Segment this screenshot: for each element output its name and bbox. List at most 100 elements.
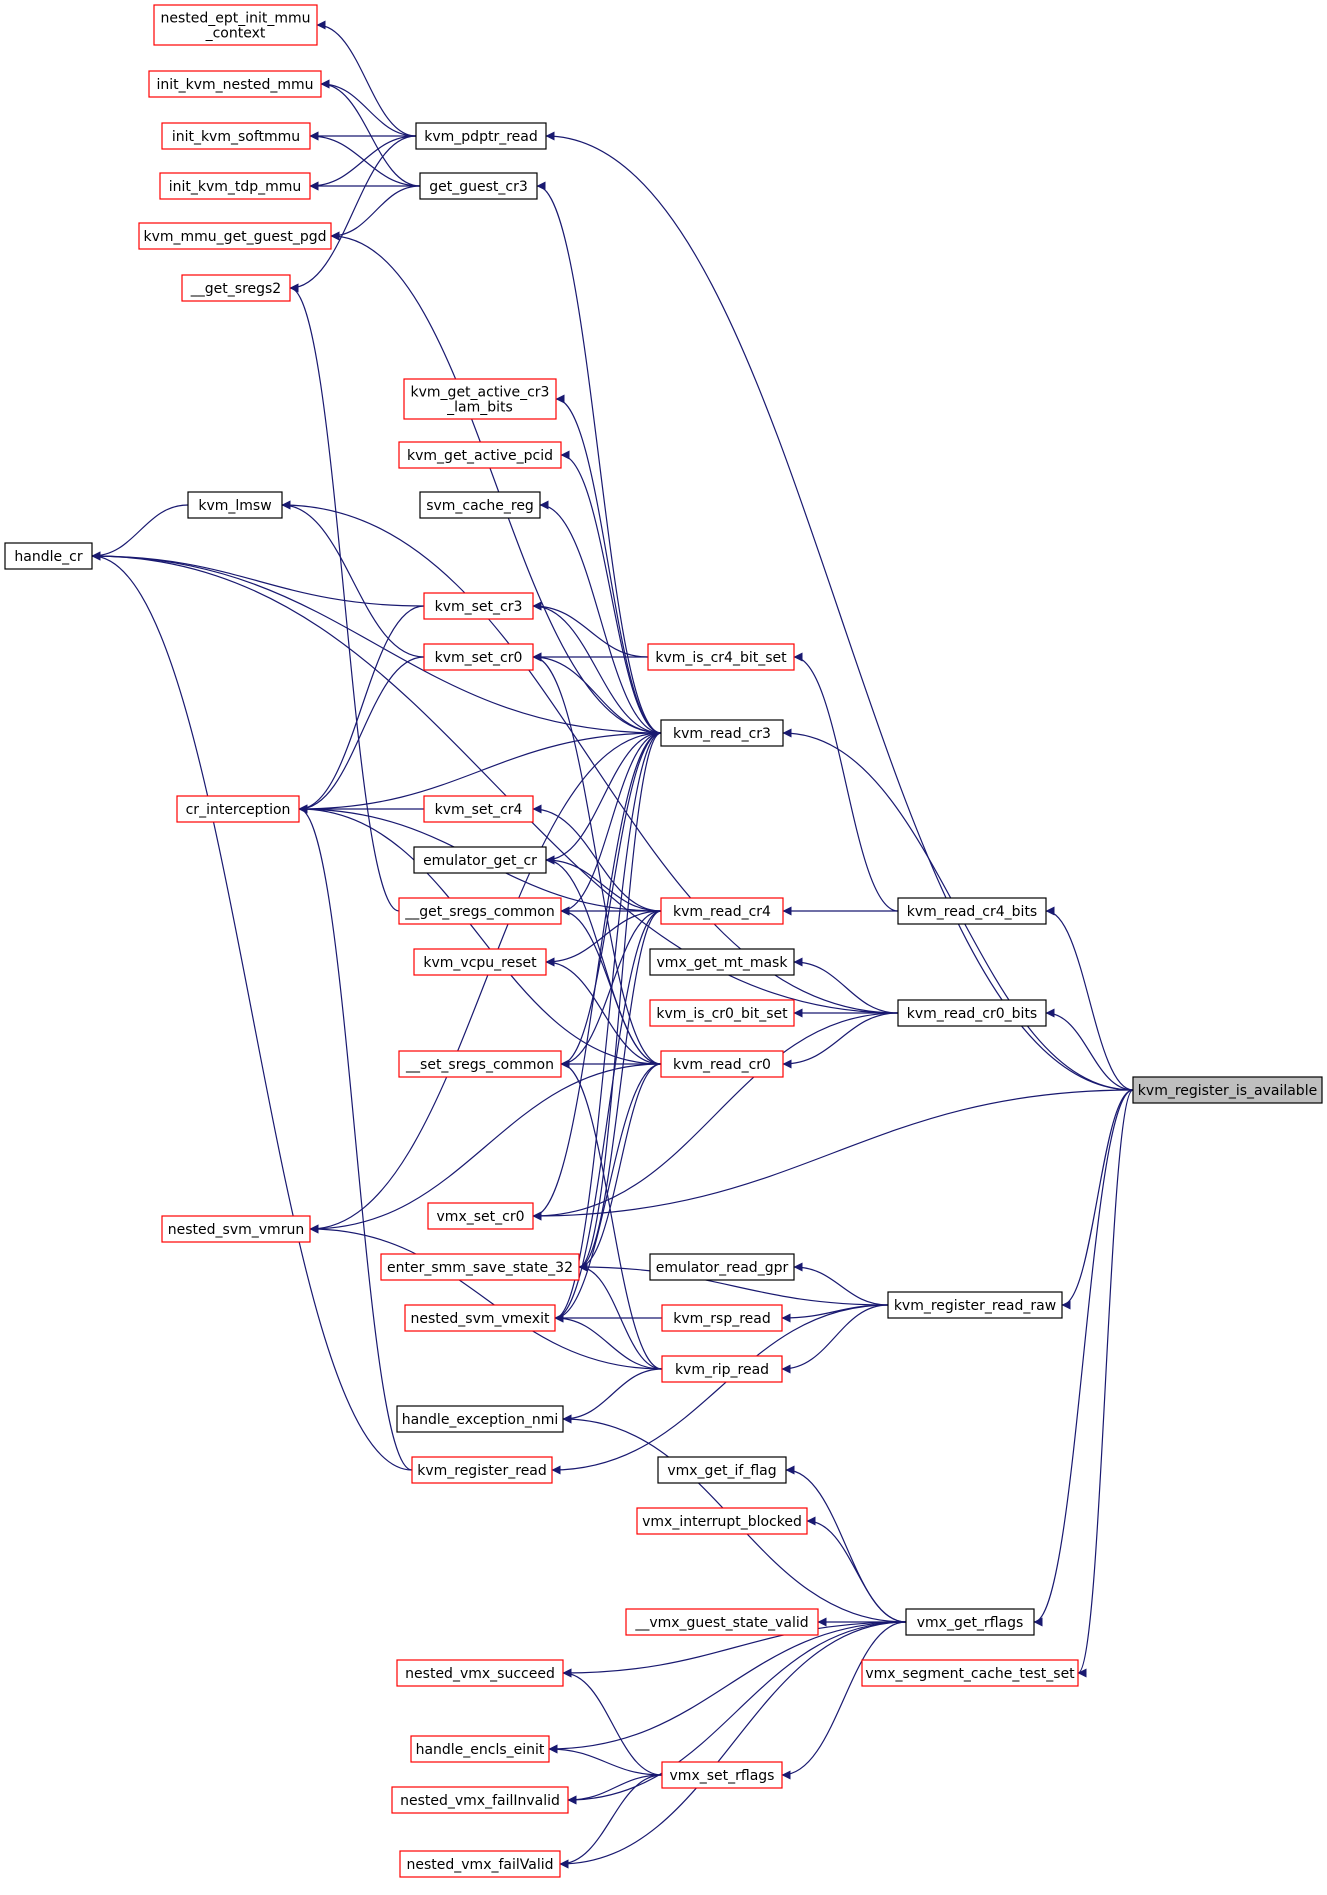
edge-init-kvm-softmmu-to-get-guest-cr3 xyxy=(309,131,421,187)
node-nested-svm-vmrun[interactable]: nested_svm_vmrun xyxy=(161,1215,311,1243)
edge-emulator-get-cr-to-kvm-read-cr4 xyxy=(545,855,662,912)
node-box xyxy=(419,172,538,200)
node-vmx-get-if-flag[interactable]: vmx_get_if_flag xyxy=(657,1456,787,1484)
node-kvm-register-is-available[interactable]: kvm_register_is_available xyxy=(1132,1076,1323,1104)
node-kvm-mmu-get-guest-pgd[interactable]: kvm_mmu_get_guest_pgd xyxy=(138,222,332,250)
edge-vmx-get-mt-mask-to-kvm-read-cr0-bits xyxy=(793,957,899,1014)
node-emulator-get-cr[interactable]: emulator_get_cr xyxy=(413,846,547,874)
node-label: kvm_register_is_available xyxy=(1138,1083,1317,1099)
node-label: kvm_get_active_cr3 xyxy=(411,385,550,401)
node-nested-vmx-failvalid[interactable]: nested_vmx_failValid xyxy=(399,1850,561,1878)
node-label: vmx_set_cr0 xyxy=(437,1209,525,1225)
node-init-kvm-softmmu[interactable]: init_kvm_softmmu xyxy=(161,122,311,150)
node-set-sregs-common[interactable]: __set_sregs_common xyxy=(398,1050,562,1078)
node-kvm-vcpu-reset[interactable]: kvm_vcpu_reset xyxy=(413,948,547,976)
node-init-kvm-nested-mmu[interactable]: init_kvm_nested_mmu xyxy=(148,70,322,98)
edge-init-kvm-tdp-mmu-to-kvm-pdptr-read xyxy=(309,135,417,191)
node-label: enter_smm_save_state_32 xyxy=(387,1260,573,1276)
node-box xyxy=(415,122,547,150)
edge-nested-svm-vmrun-to-kvm-read-cr3 xyxy=(309,732,662,1234)
node-box xyxy=(396,1659,564,1687)
edge-nested-svm-vmrun-to-kvm-read-cr0 xyxy=(309,1063,662,1234)
edge-cr-interception-to-kvm-read-cr0 xyxy=(298,804,662,1065)
node-box xyxy=(661,1761,783,1789)
node-emulator-read-gpr[interactable]: emulator_read_gpr xyxy=(649,1253,795,1281)
edge-enter-smm-save-state-32-to-kvm-read-cr4 xyxy=(578,910,662,1272)
edge-handle-cr-to-kvm-lmsw xyxy=(91,504,189,561)
node-get-sregs-common[interactable]: __get_sregs_common xyxy=(398,897,562,925)
node-vmx-get-rflags[interactable]: vmx_get_rflags xyxy=(905,1608,1035,1636)
node-box xyxy=(861,1659,1079,1687)
node-vmx-get-mt-mask[interactable]: vmx_get_mt_mask xyxy=(649,948,795,976)
node-label: kvm_register_read_raw xyxy=(894,1298,1056,1314)
node-label: kvm_read_cr0_bits xyxy=(907,1006,1037,1022)
edge-kvm-mmu-get-guest-pgd-to-get-guest-cr3 xyxy=(330,185,421,241)
node-kvm-read-cr4-bits[interactable]: kvm_read_cr4_bits xyxy=(897,897,1047,925)
node-kvm-set-cr4[interactable]: kvm_set_cr4 xyxy=(423,795,534,823)
node-vmx-guest-state-valid[interactable]: __vmx_guest_state_valid xyxy=(625,1608,819,1636)
node-label: vmx_interrupt_blocked xyxy=(642,1514,802,1530)
node-kvm-set-cr0[interactable]: kvm_set_cr0 xyxy=(423,643,534,671)
edge-kvm-register-read-to-kvm-register-read-raw xyxy=(551,1304,889,1475)
node-kvm-is-cr0-bit-set[interactable]: kvm_is_cr0_bit_set xyxy=(649,999,795,1027)
node-handle-encls-einit[interactable]: handle_encls_einit xyxy=(410,1735,550,1763)
node-label: kvm_rip_read xyxy=(675,1362,769,1378)
node-init-kvm-tdp-mmu[interactable]: init_kvm_tdp_mmu xyxy=(159,172,311,200)
node-kvm-read-cr0[interactable]: kvm_read_cr0 xyxy=(660,1050,784,1078)
node-kvm-get-active-pcid[interactable]: kvm_get_active_pcid xyxy=(398,441,562,469)
node-box xyxy=(403,378,557,420)
edge-nested-svm-vmexit-to-kvm-read-cr0 xyxy=(554,1063,662,1323)
node-kvm-register-read-raw[interactable]: kvm_register_read_raw xyxy=(887,1291,1063,1319)
node-box xyxy=(159,172,311,200)
node-box xyxy=(660,897,784,925)
node-svm-cache-reg[interactable]: svm_cache_reg xyxy=(419,491,541,519)
edge-emulator-get-cr-to-kvm-read-cr3 xyxy=(545,732,662,865)
node-nested-vmx-succeed[interactable]: nested_vmx_succeed xyxy=(396,1659,564,1687)
node-handle-exception-nmi[interactable]: handle_exception_nmi xyxy=(396,1405,564,1433)
node-kvm-read-cr0-bits[interactable]: kvm_read_cr0_bits xyxy=(897,999,1047,1027)
node-label: kvm_vcpu_reset xyxy=(423,955,537,971)
node-label: emulator_get_cr xyxy=(423,853,537,869)
node-kvm-rip-read[interactable]: kvm_rip_read xyxy=(661,1355,783,1383)
node-kvm-register-read[interactable]: kvm_register_read xyxy=(411,1456,553,1484)
node-get-sregs2[interactable]: __get_sregs2 xyxy=(181,274,291,302)
edge-set-sregs-common-to-kvm-read-cr3 xyxy=(560,732,662,1069)
node-nested-svm-vmexit[interactable]: nested_svm_vmexit xyxy=(404,1304,556,1332)
node-kvm-read-cr3[interactable]: kvm_read_cr3 xyxy=(660,719,784,747)
edge-nested-svm-vmexit-to-kvm-read-cr4 xyxy=(554,910,662,1323)
node-kvm-set-cr3[interactable]: kvm_set_cr3 xyxy=(423,592,534,620)
node-label: svm_cache_reg xyxy=(426,498,534,514)
node-box xyxy=(660,1050,784,1078)
node-box xyxy=(4,542,93,570)
node-box xyxy=(398,897,562,925)
node-kvm-is-cr4-bit-set[interactable]: kvm_is_cr4_bit_set xyxy=(647,643,795,671)
node-vmx-set-cr0[interactable]: vmx_set_cr0 xyxy=(427,1202,534,1230)
edge-set-sregs-common-to-kvm-read-cr4 xyxy=(560,910,662,1069)
edge-handle-cr-to-kvm-set-cr3 xyxy=(91,551,425,607)
node-kvm-read-cr4[interactable]: kvm_read_cr4 xyxy=(660,897,784,925)
node-box xyxy=(161,122,311,150)
edge-vmx-segment-cache-test-set-to-kvm-register-is-available xyxy=(1077,1089,1134,1678)
node-vmx-segment-cache-test-set[interactable]: vmx_segment_cache_test_set xyxy=(861,1659,1079,1687)
node-vmx-interrupt-blocked[interactable]: vmx_interrupt_blocked xyxy=(636,1507,808,1535)
node-cr-interception[interactable]: cr_interception xyxy=(176,795,300,823)
node-box xyxy=(148,70,322,98)
node-box xyxy=(404,1304,556,1332)
node-kvm-rsp-read[interactable]: kvm_rsp_read xyxy=(661,1304,783,1332)
edge-vmx-get-rflags-to-kvm-register-is-available xyxy=(1033,1089,1134,1627)
node-label: emulator_read_gpr xyxy=(656,1260,789,1276)
edge-kvm-read-cr0-bits-to-kvm-register-is-available xyxy=(1045,1008,1134,1091)
node-enter-smm-save-state-32[interactable]: enter_smm_save_state_32 xyxy=(380,1253,580,1281)
node-kvm-get-active-cr3-lam-bits[interactable]: kvm_get_active_cr3_lam_bits xyxy=(403,378,557,420)
node-kvm-lmsw[interactable]: kvm_lmsw xyxy=(187,491,283,519)
node-get-guest-cr3[interactable]: get_guest_cr3 xyxy=(419,172,538,200)
edge-kvm-rsp-read-to-kvm-register-read-raw xyxy=(781,1304,889,1323)
node-kvm-pdptr-read[interactable]: kvm_pdptr_read xyxy=(415,122,547,150)
node-box xyxy=(649,948,795,976)
node-vmx-set-rflags[interactable]: vmx_set_rflags xyxy=(661,1761,783,1789)
node-box xyxy=(399,1850,561,1878)
node-handle-cr[interactable]: handle_cr xyxy=(4,542,93,570)
node-nested-vmx-failinvalid[interactable]: nested_vmx_failInvalid xyxy=(391,1786,569,1814)
node-nested-ept-init-mmu-context[interactable]: nested_ept_init_mmu_context xyxy=(153,4,318,46)
node-label: init_kvm_softmmu xyxy=(172,129,300,145)
